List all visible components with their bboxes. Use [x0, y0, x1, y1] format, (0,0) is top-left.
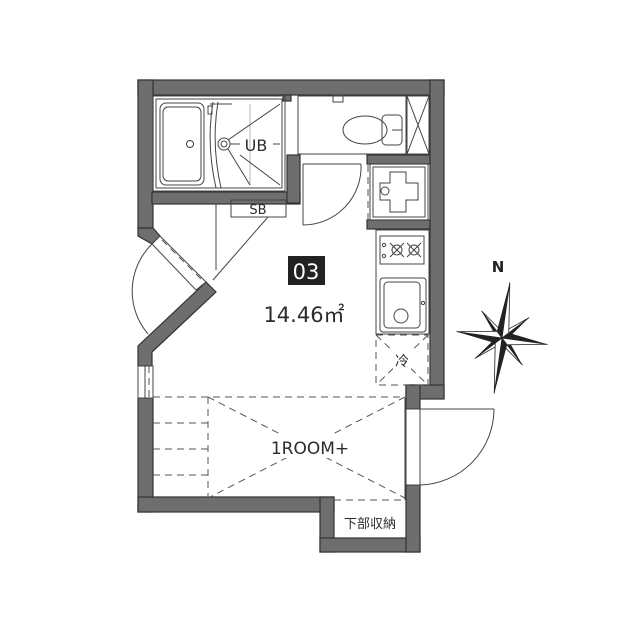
- stove-burner-left: [389, 242, 405, 258]
- exterior-walls: [137, 79, 445, 553]
- entrance-door[interactable]: [131, 235, 207, 335]
- shoe-box-label: SB: [249, 203, 266, 218]
- side-door[interactable]: [405, 408, 495, 486]
- unit-bath: UB: [152, 95, 286, 192]
- washing-machine-space: [367, 163, 429, 221]
- compass-north-label: N: [492, 258, 505, 276]
- under-storage: 下部収納: [344, 517, 396, 532]
- stove-burner-right: [406, 242, 422, 258]
- room-area: 14.46㎡: [263, 303, 344, 327]
- shoe-box: SB: [212, 199, 287, 281]
- kitchen: [375, 229, 430, 335]
- room-type-label: 1ROOM+: [271, 439, 349, 459]
- unit-number-badge: [288, 256, 325, 285]
- under-storage-label: 下部収納: [344, 517, 396, 532]
- compass-star-icon: [456, 282, 548, 394]
- toilet-room: [297, 94, 430, 155]
- unit-bath-label: UB: [245, 136, 268, 155]
- loft-area: 1ROOM+: [153, 396, 406, 501]
- refrigerator-space: 冷: [375, 334, 429, 386]
- compass-rose: N: [456, 258, 548, 394]
- refrigerator-label: 冷: [395, 354, 409, 370]
- left-window: [137, 365, 154, 399]
- toilet-door[interactable]: [302, 163, 362, 226]
- room-info: 03 14.46㎡: [263, 256, 345, 327]
- unit-number: 03: [293, 260, 320, 284]
